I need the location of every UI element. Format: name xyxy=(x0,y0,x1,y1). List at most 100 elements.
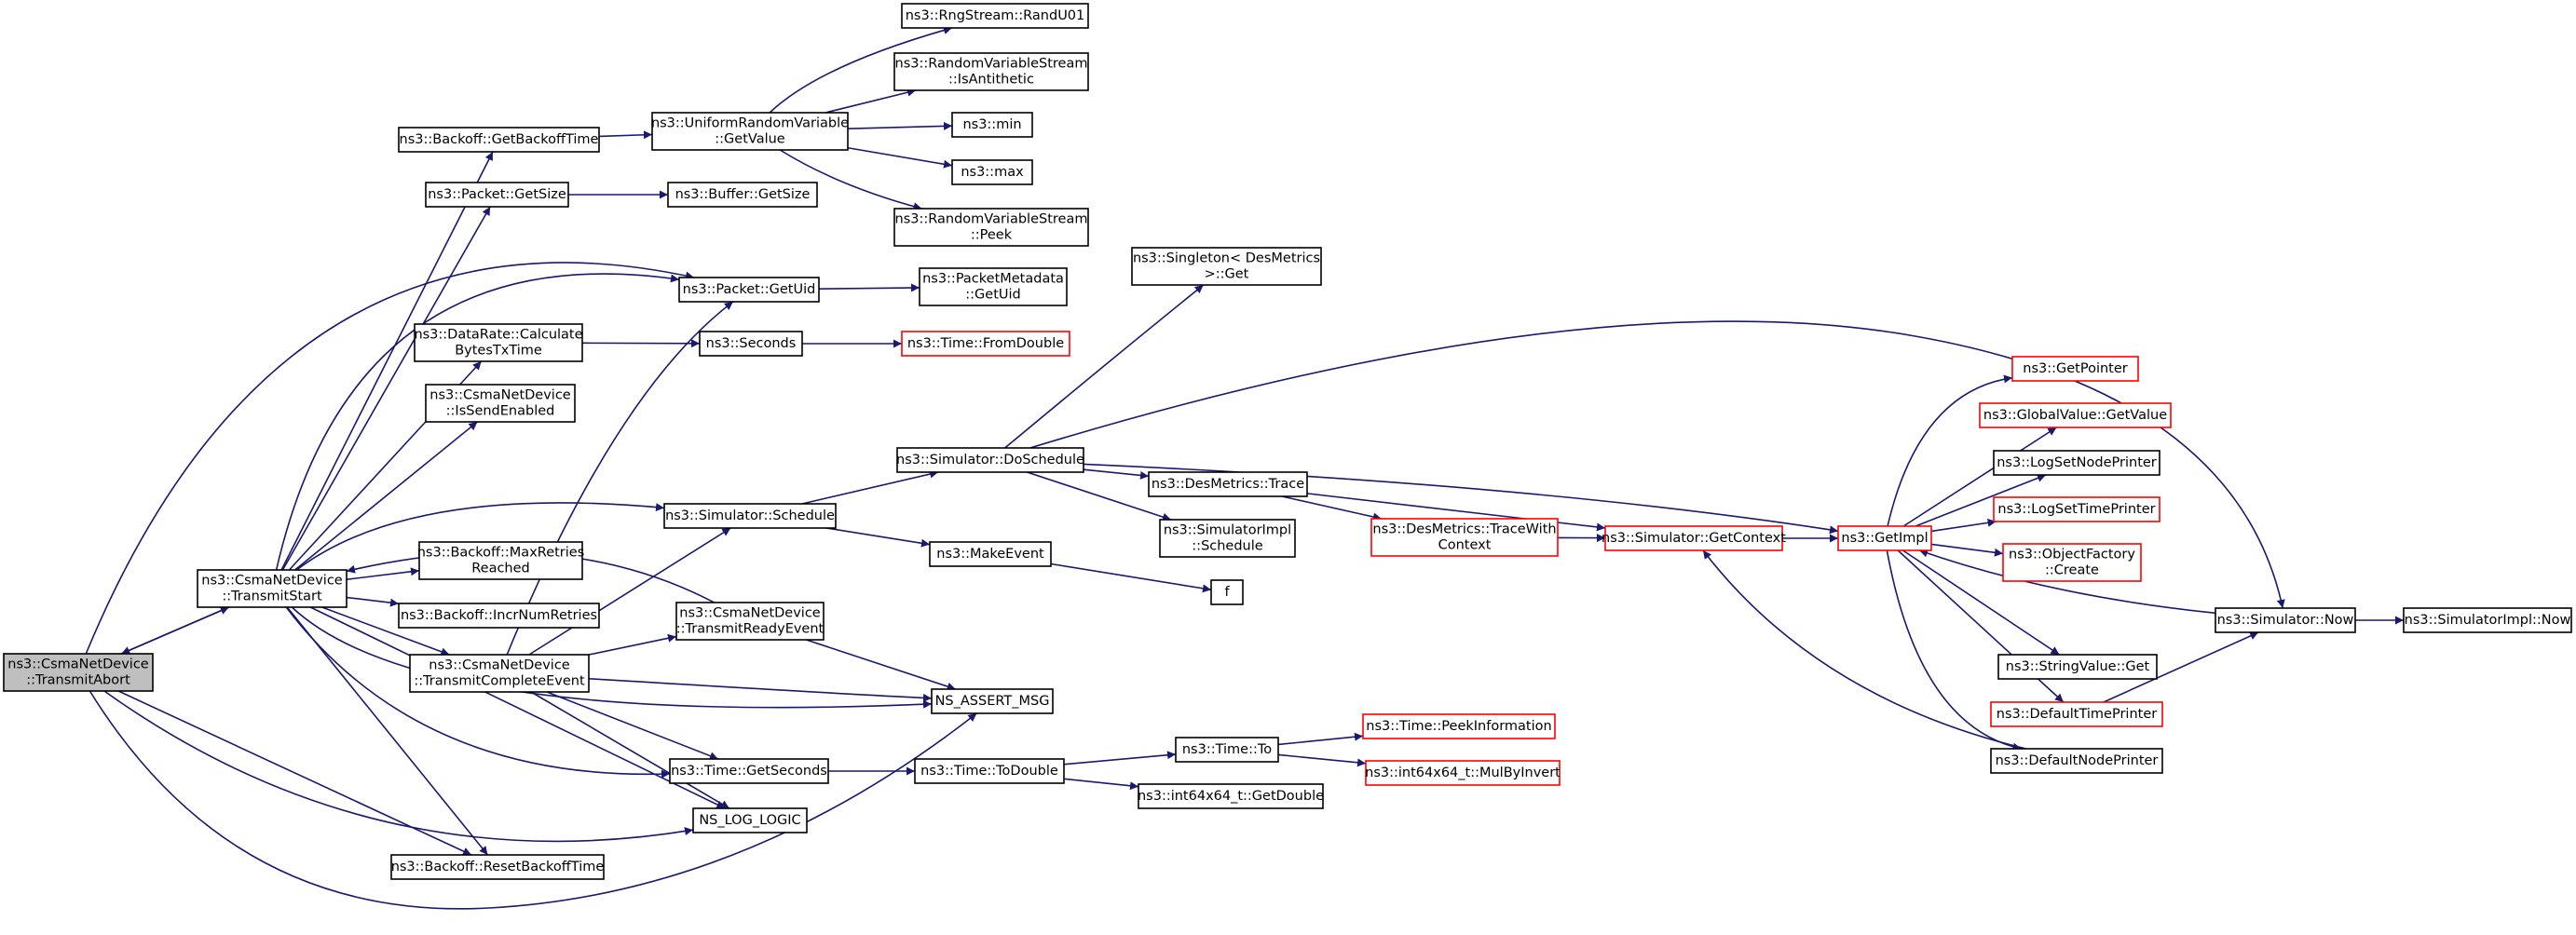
call-edge-uniform_get_value-to-min xyxy=(847,121,953,130)
call-edge-sim_now-to-get_impl xyxy=(1918,549,2216,615)
call-edge-packet_get_uid-to-packet_metadata_get_uid xyxy=(818,283,920,292)
call-edge-sim_schedule-to-do_schedule xyxy=(801,469,939,505)
node-box xyxy=(893,52,1089,91)
node-get-context[interactable]: ns3::Simulator::GetContext xyxy=(1601,525,1786,551)
node-get-impl[interactable]: ns3::GetImpl xyxy=(1837,525,1932,551)
call-edge-get_impl-to-log_set_node_printer xyxy=(1915,474,2047,527)
node-get-backoff-time[interactable]: ns3::Backoff::GetBackoffTime xyxy=(398,127,600,153)
node-label: ns3::Singleton< DesMetrics xyxy=(1133,251,1320,266)
node-uniform-get-value[interactable]: ns3::UniformRandomVariable::GetValue xyxy=(651,112,849,151)
node-label: ns3::Backoff::ResetBackoffTime xyxy=(391,860,605,874)
node-label: ::GetValue xyxy=(715,132,785,147)
node-global-get-value[interactable]: ns3::GlobalValue::GetValue xyxy=(1979,402,2172,428)
node-peek[interactable]: ns3::RandomVariableStream::Peek xyxy=(893,208,1089,247)
node-box xyxy=(669,758,829,784)
node-box xyxy=(896,447,1084,473)
node-transmit-start[interactable]: ns3::CsmaNetDevice::TransmitStart xyxy=(197,569,348,608)
node-rand-u01[interactable]: ns3::RngStream::RandU01 xyxy=(901,3,1089,29)
call-edge-transmit_start-to-transmit_abort xyxy=(120,606,230,655)
node-string-value-get[interactable]: ns3::StringValue::Get xyxy=(1997,654,2158,680)
node-peek-information[interactable]: ns3::Time::PeekInformation xyxy=(1362,713,1556,739)
node-packet-get-size[interactable]: ns3::Packet::GetSize xyxy=(425,182,569,208)
call-edge-get_impl-to-string_value_get xyxy=(1902,549,2060,656)
node-box xyxy=(3,653,154,692)
node-box xyxy=(1990,748,2163,774)
node-singleton-get[interactable]: ns3::Singleton< DesMetrics>::Get xyxy=(1131,247,1322,286)
node-mul-by-invert[interactable]: ns3::int64x64_t::MulByInvert xyxy=(1365,760,1561,786)
node-log-set-time-printer[interactable]: ns3::LogSetTimePrinter xyxy=(1993,496,2160,522)
node-from-double[interactable]: ns3::Time::FromDouble xyxy=(901,331,1070,357)
node-label: ns3::CsmaNetDevice xyxy=(429,658,570,673)
node-packet-get-uid[interactable]: ns3::Packet::GetUid xyxy=(678,277,820,303)
node-reset-backoff-time[interactable]: ns3::Backoff::ResetBackoffTime xyxy=(390,854,605,880)
node-default-node-printer[interactable]: ns3::DefaultNodePrinter xyxy=(1990,748,2163,774)
node-box xyxy=(1365,760,1561,786)
call-edge-uniform_get_value-to-rand_u01 xyxy=(769,26,953,114)
node-label: ns3::DefaultTimePrinter xyxy=(1997,707,2157,722)
node-transmit-complete-event[interactable]: ns3::CsmaNetDevice::TransmitCompleteEven… xyxy=(409,654,590,693)
node-box xyxy=(914,758,1065,784)
node-box xyxy=(2011,356,2139,382)
node-log-set-node-printer[interactable]: ns3::LogSetNodePrinter xyxy=(1993,450,2160,476)
node-seconds[interactable]: ns3::Seconds xyxy=(699,331,803,357)
node-label: ns3::min xyxy=(962,117,1021,132)
node-label: ::Schedule xyxy=(1192,539,1262,554)
node-do-schedule[interactable]: ns3::Simulator::DoSchedule xyxy=(896,447,1084,473)
node-label: ::TransmitReadyEvent xyxy=(676,622,825,637)
node-box xyxy=(2002,543,2142,582)
node-time-get-seconds[interactable]: ns3::Time::GetSeconds xyxy=(669,758,829,784)
call-edge-transmit_start-to-reset_backoff_time xyxy=(286,606,489,856)
call-edge-transmit_abort-to-ns_log_logic xyxy=(103,690,694,843)
node-simimpl-schedule[interactable]: ns3::SimulatorImpl::Schedule xyxy=(1159,519,1296,558)
node-label: ns3::Backoff::GetBackoffTime xyxy=(400,132,599,147)
node-max[interactable]: ns3::max xyxy=(951,159,1033,185)
node-time-to[interactable]: ns3::Time::To xyxy=(1175,737,1279,763)
call-edge-uniform_get_value-to-max xyxy=(847,146,953,169)
node-is-antithetic[interactable]: ns3::RandomVariableStream::IsAntithetic xyxy=(893,52,1089,91)
node-box xyxy=(893,208,1089,247)
node-sim-now[interactable]: ns3::Simulator::Now xyxy=(2215,607,2356,633)
call-edge-transmit_start-to-ns_log_logic xyxy=(309,606,726,809)
node-label: ns3::SimulatorImpl xyxy=(1164,523,1291,538)
node-simimpl-now[interactable]: ns3::SimulatorImpl::Now xyxy=(2403,607,2572,633)
node-is-send-enabled[interactable]: ns3::CsmaNetDevice::IsSendEnabled xyxy=(425,384,576,423)
node-buffer-get-size[interactable]: ns3::Buffer::GetSize xyxy=(667,182,818,208)
call-edge-transmit_start-to-transmit_complete_event xyxy=(321,606,450,657)
node-label: ns3::DefaultNodePrinter xyxy=(1996,753,2159,768)
node-label: ns3::StringValue::Get xyxy=(2006,659,2150,674)
node-label: ns3::UniformRandomVariable xyxy=(651,116,849,131)
node-int64-get-double[interactable]: ns3::int64x64_t::GetDouble xyxy=(1138,783,1324,809)
call-edge-transmit_start-to-max_retries xyxy=(346,567,420,581)
call-edge-do_schedule-to-des_trace xyxy=(1083,468,1150,480)
node-time-to-double[interactable]: ns3::Time::ToDouble xyxy=(914,758,1065,784)
node-packet-metadata-get-uid[interactable]: ns3::PacketMetadata::GetUid xyxy=(919,267,1068,306)
node-des-trace[interactable]: ns3::DesMetrics::Trace xyxy=(1148,471,1308,497)
node-label: ns3::SimulatorImpl::Now xyxy=(2405,613,2571,628)
node-transmit-abort[interactable]: ns3::CsmaNetDevice::TransmitAbort xyxy=(3,653,154,692)
call-edge-do_schedule-to-sim_now xyxy=(1029,320,2285,609)
node-label: >::Get xyxy=(1205,267,1249,282)
node-box xyxy=(1131,247,1322,286)
node-box xyxy=(678,277,820,303)
node-default-time-printer[interactable]: ns3::DefaultTimePrinter xyxy=(1990,701,2163,727)
node-make-event[interactable]: ns3::MakeEvent xyxy=(929,541,1052,567)
node-get-pointer[interactable]: ns3::GetPointer xyxy=(2011,356,2139,382)
node-ns-log-logic[interactable]: NS_LOG_LOGIC xyxy=(692,807,808,833)
node-box xyxy=(931,688,1054,714)
node-box xyxy=(1604,525,1783,551)
node-box xyxy=(901,3,1089,29)
node-label: ns3::Packet::GetSize xyxy=(428,187,566,202)
node-label: ns3::Buffer::GetSize xyxy=(675,187,811,202)
node-incr-num-retries[interactable]: ns3::Backoff::IncrNumRetries xyxy=(398,603,600,629)
node-min[interactable]: ns3::min xyxy=(951,112,1033,138)
node-object-factory-create[interactable]: ns3::ObjectFactory::Create xyxy=(2002,543,2142,582)
node-sim-schedule[interactable]: ns3::Simulator::Schedule xyxy=(663,503,837,529)
node-label: ns3::int64x64_t::GetDouble xyxy=(1138,789,1324,804)
node-transmit-ready-event[interactable]: ns3::CsmaNetDevice::TransmitReadyEvent xyxy=(675,602,825,641)
node-ns-assert-msg[interactable]: NS_ASSERT_MSG xyxy=(931,688,1054,714)
node-f[interactable]: f xyxy=(1210,579,1244,605)
